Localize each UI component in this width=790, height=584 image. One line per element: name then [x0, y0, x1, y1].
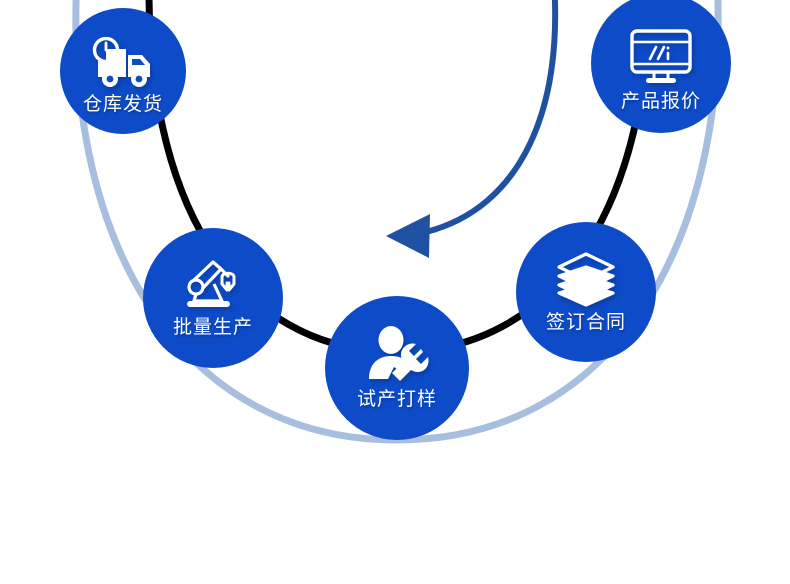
node-label-trial-production: 试产打样 — [356, 388, 437, 410]
node-warehouse-shipping[interactable]: 仓库发货 — [60, 8, 186, 134]
node-label-batch-production: 批量生产 — [172, 316, 253, 338]
node-label-warehouse-shipping: 仓库发货 — [82, 93, 163, 115]
outer-arc — [72, 0, 722, 444]
node-sign-contract[interactable]: 签订合同 — [516, 222, 656, 362]
layers-icon — [555, 251, 617, 307]
node-product-quote[interactable]: 产品报价 — [591, 0, 731, 133]
robot-arm-icon — [180, 258, 246, 312]
node-batch-production[interactable]: 批量生产 — [143, 228, 283, 368]
truck-clock-icon — [90, 36, 156, 89]
node-trial-production[interactable]: 试产打样 — [325, 296, 469, 440]
flow-direction-arrow-tail — [423, 0, 559, 235]
monitor-icon — [628, 28, 694, 86]
person-wrench-icon — [364, 325, 430, 384]
node-label-product-quote: 产品报价 — [620, 90, 701, 112]
flow-direction-arrow-head — [386, 214, 430, 258]
node-label-sign-contract: 签订合同 — [545, 311, 626, 333]
